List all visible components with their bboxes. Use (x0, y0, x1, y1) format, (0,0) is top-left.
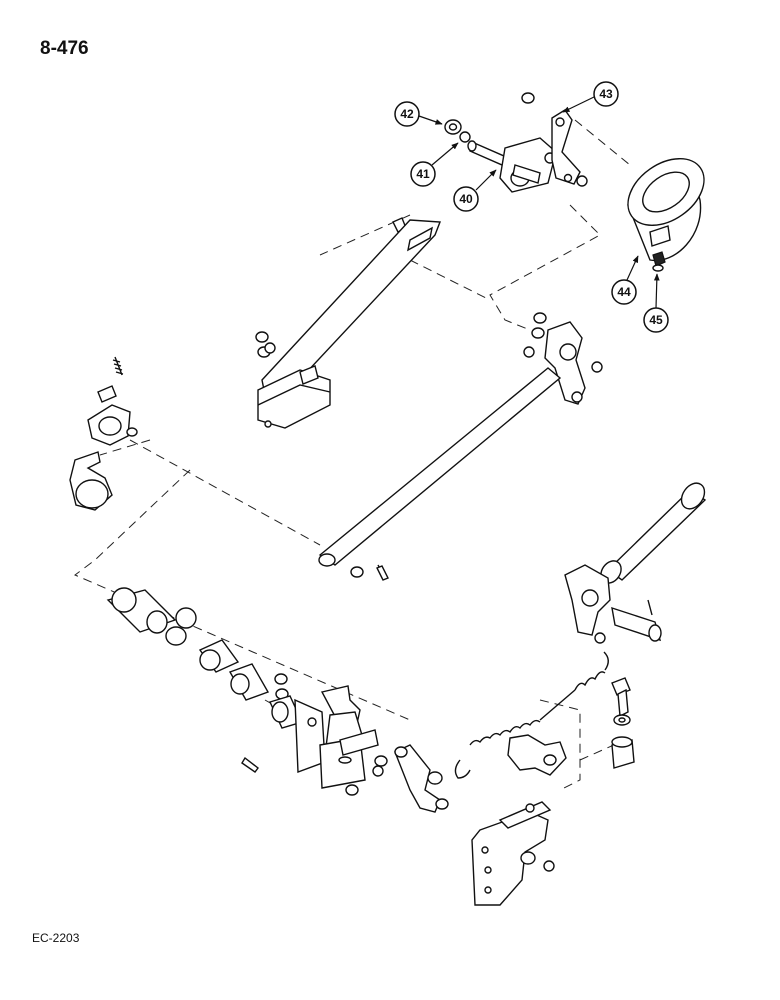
callout-42: 42 (394, 101, 420, 127)
bolt-washer-spacer (611, 677, 635, 769)
callout-43: 43 (593, 81, 619, 107)
assembly-lines (74, 119, 631, 791)
page-number: 8-476 (40, 38, 89, 59)
central-bracket-plates (294, 685, 388, 796)
figure-code: EC-2203 (32, 931, 80, 945)
svg-text:42: 42 (400, 107, 414, 121)
left-clamp-and-cam (69, 356, 138, 511)
right-side-plate (471, 734, 567, 906)
svg-text:44: 44 (617, 285, 631, 299)
bushings-and-rings (106, 587, 303, 773)
cross-shaft-assembly (444, 92, 588, 193)
svg-text:40: 40 (459, 192, 473, 206)
svg-text:43: 43 (599, 87, 613, 101)
spring-and-shaft (454, 482, 707, 779)
callout-41: 41 (410, 161, 436, 187)
svg-text:41: 41 (416, 167, 430, 181)
callout-44: 44 (611, 279, 637, 305)
cam-lever (394, 744, 449, 813)
svg-text:45: 45 (649, 313, 663, 327)
lower-link-rod (318, 312, 603, 581)
upper-link-rod (255, 217, 441, 429)
callout-45: 45 (643, 307, 669, 333)
collar-with-set-screw (627, 158, 705, 272)
callout-40: 40 (453, 186, 479, 212)
